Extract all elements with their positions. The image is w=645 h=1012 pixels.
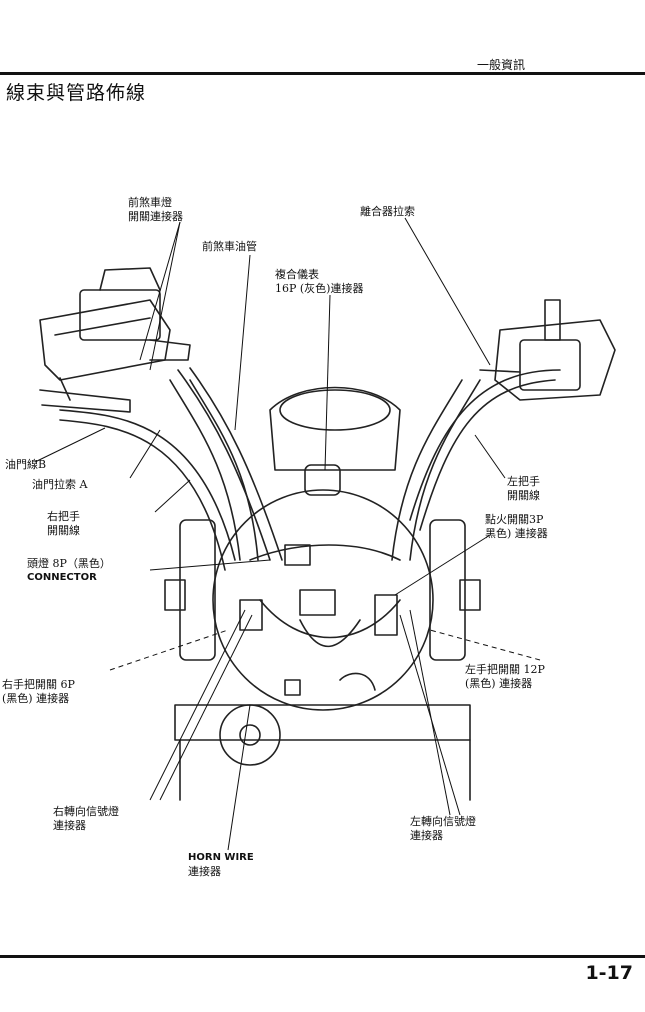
label-front-brake-hose: 前煞車油管 <box>202 240 257 253</box>
label-headlight-connector: 頭燈 8P（黑色） CONNECTOR <box>27 557 111 583</box>
label-clutch-cable: 離合器拉索 <box>360 205 415 218</box>
label-horn-wire: HORN WIRE 連接器 <box>188 852 254 878</box>
label-left-handlebar-switch-wire: 左把手 開關線 <box>507 475 540 502</box>
label-left-handlebar-switch-12p: 左手把開關 12P (黑色) 連接器 <box>465 663 545 690</box>
label-throttle-cable-a: 油門拉索 A <box>32 478 88 491</box>
bottom-rule <box>0 955 645 958</box>
label-combination-meter: 複合儀表 16P (灰色)連接器 <box>275 268 364 295</box>
page-title: 線束與管路佈線 <box>6 82 147 104</box>
page-number: 1-17 <box>585 962 633 984</box>
top-rule <box>0 72 645 75</box>
label-throttle-cable-b: 油門線B <box>5 458 47 471</box>
label-front-brake-switch: 前煞車燈 開關連接器 <box>128 196 183 223</box>
label-right-turn-signal: 右轉向信號燈 連接器 <box>53 805 119 832</box>
section-label: 一般資訊 <box>476 58 525 72</box>
label-ignition-switch: 點火開關3P 黑色) 連接器 <box>485 513 548 540</box>
label-right-handlebar-switch-wire: 右把手 開關線 <box>47 510 80 537</box>
label-left-turn-signal: 左轉向信號燈 連接器 <box>410 815 476 842</box>
label-right-handlebar-switch-6p: 右手把開關 6P (黑色) 連接器 <box>2 678 75 705</box>
